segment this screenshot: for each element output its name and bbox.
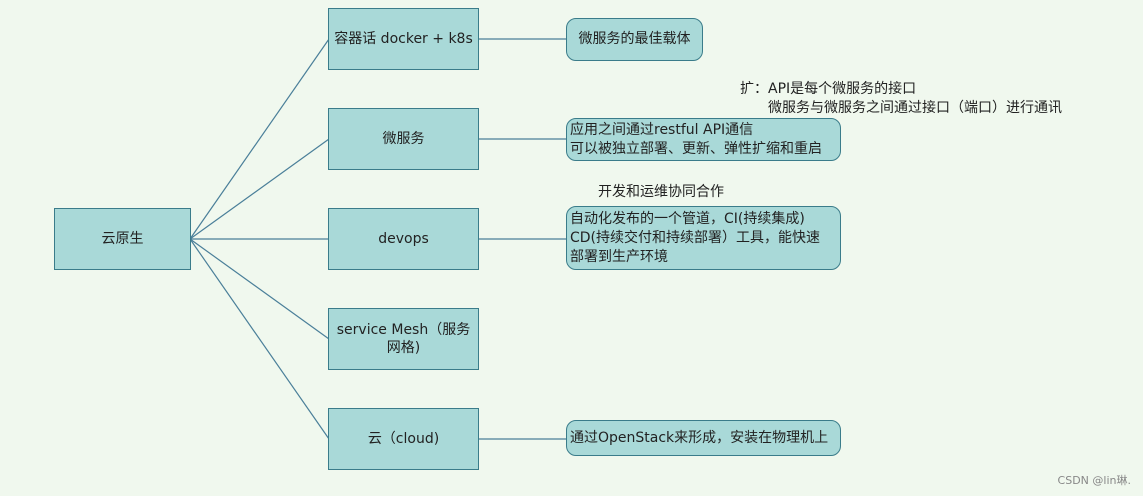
leaf-devops-line-1: 自动化发布的一个管道，CI(持续集成) — [570, 210, 805, 227]
leaf-cloud: 通过OpenStack来形成，安装在物理机上 — [566, 420, 841, 456]
branch-container: 容器话 docker + k8s — [328, 8, 479, 70]
branch-devops: devops — [328, 208, 479, 270]
leaf-microservice-line-1: 应用之间通过restful API通信 — [570, 121, 754, 138]
root-label: 云原生 — [101, 231, 144, 247]
root-node: 云原生 — [54, 208, 191, 270]
branch-service-mesh-label: service Mesh（服务网格) — [336, 322, 471, 356]
leaf-container-line: 微服务的最佳载体 — [578, 31, 691, 47]
connector-root-servicemesh — [189, 238, 330, 340]
branch-cloud: 云（cloud) — [328, 408, 479, 470]
branch-cloud-label: 云（cloud) — [367, 431, 440, 447]
watermark: CSDN @lin琳. — [1057, 474, 1131, 487]
leaf-devops-line-3: 部署到生产环境 — [570, 248, 668, 265]
note-devops: 开发和运维协同合作 — [598, 184, 724, 200]
branch-microservice: 微服务 — [328, 108, 479, 170]
note-api-line-2: 微服务与微服务之间通过接口（端口）进行通讯 — [768, 100, 1062, 116]
branch-devops-label: devops — [378, 231, 429, 247]
leaf-microservice: 应用之间通过restful API通信 可以被独立部署、更新、弹性扩缩和重启 — [566, 118, 841, 161]
branch-container-label: 容器话 docker + k8s — [334, 31, 473, 47]
leaf-container: 微服务的最佳载体 — [566, 18, 703, 61]
leaf-cloud-line: 通过OpenStack来形成，安装在物理机上 — [570, 429, 829, 446]
note-api-line-1: 扩：API是每个微服务的接口 — [740, 81, 917, 97]
branch-service-mesh: service Mesh（服务网格) — [328, 308, 479, 370]
leaf-devops: 自动化发布的一个管道，CI(持续集成) CD(持续交付和持续部署）工具，能快速 … — [566, 206, 841, 270]
leaf-microservice-line-2: 可以被独立部署、更新、弹性扩缩和重启 — [570, 140, 822, 157]
branch-microservice-label: 微服务 — [382, 131, 425, 147]
connector-root-container — [189, 38, 330, 240]
connector-root-cloud — [189, 238, 330, 440]
connector-root-microservice — [189, 138, 330, 240]
leaf-devops-line-2: CD(持续交付和持续部署）工具，能快速 — [570, 229, 821, 246]
